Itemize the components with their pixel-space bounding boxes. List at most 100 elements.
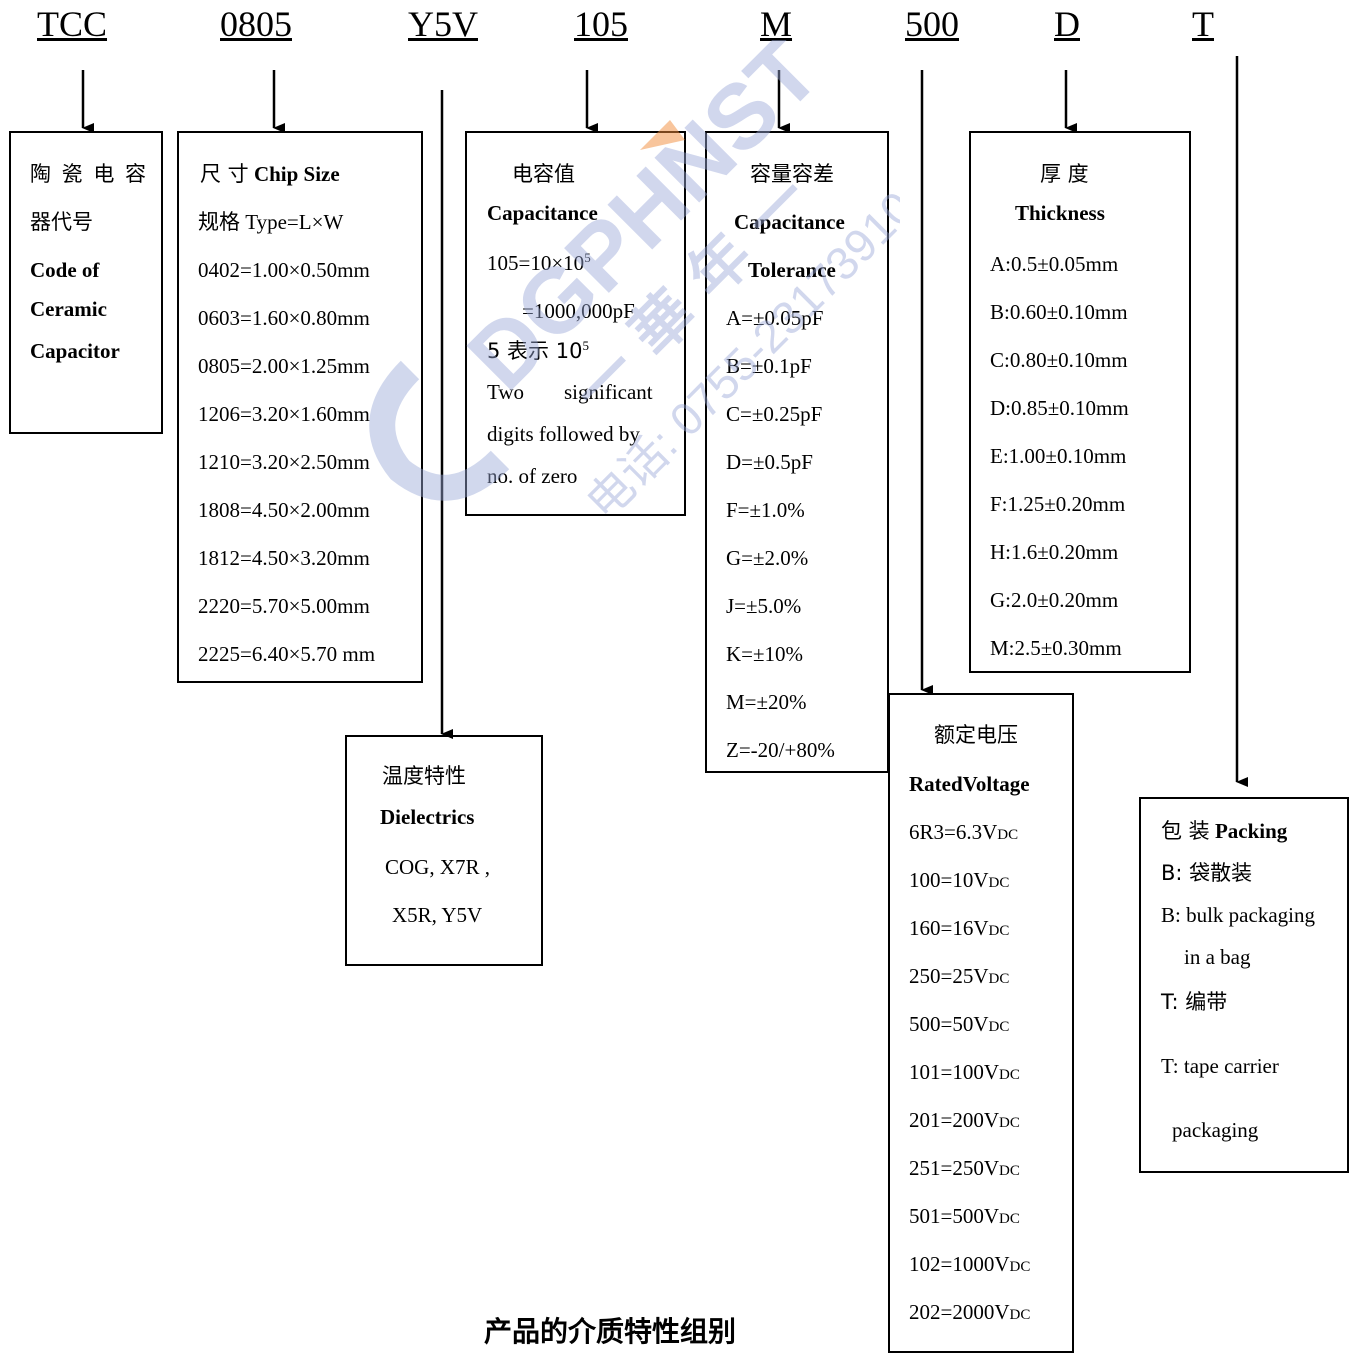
chip-size-item: 1210=3.20×2.50mm <box>198 450 370 474</box>
chip-size-title-cn: 尺 寸 <box>200 162 249 186</box>
capacitance-meaning-text: 5 表示 10 <box>487 339 583 363</box>
voltage-item: 251=250VDC <box>909 1156 1020 1183</box>
code-thickness: D <box>1054 4 1080 44</box>
chip-size-item: 0603=1.60×0.80mm <box>198 306 370 330</box>
voltage-item: 160=16VDC <box>909 916 1009 943</box>
chip-size-item: 0402=1.00×0.50mm <box>198 258 370 282</box>
voltage-item-value: 100=10 <box>909 868 974 892</box>
thickness-item: M:2.5±0.30mm <box>990 636 1122 660</box>
tolerance-item: A=±0.05pF <box>726 306 824 330</box>
series-code-box <box>9 131 163 434</box>
voltage-item-value: 251=250 <box>909 1156 984 1180</box>
tolerance-item: Z=-20/+80% <box>726 738 835 762</box>
capacitance-example-exp: 5 <box>584 250 591 265</box>
voltage-item: 501=500VDC <box>909 1204 1020 1231</box>
chip-size-item: 0805=2.00×1.25mm <box>198 354 370 378</box>
packing-bulk-en: B: bulk packaging <box>1161 903 1315 927</box>
code-size: 0805 <box>220 4 292 44</box>
capacitance-example-text: 105=10×10 <box>487 251 585 275</box>
series-en-line3: Capacitor <box>30 339 120 363</box>
thickness-item: G:2.0±0.20mm <box>990 588 1119 612</box>
voltage-item: 102=1000VDC <box>909 1252 1030 1279</box>
tolerance-item: B=±0.1pF <box>726 354 812 378</box>
code-series: TCC <box>37 4 108 44</box>
voltage-unit: V <box>982 820 998 844</box>
tolerance-title-en2: Tolerance <box>748 258 836 282</box>
figure-caption: 产品的介质特性组别 <box>484 1315 737 1348</box>
voltage-item-value: 101=100 <box>909 1060 984 1084</box>
capacitance-meaning: 5 表示 105 <box>487 339 589 363</box>
packing-tape-en-2: packaging <box>1172 1118 1259 1142</box>
capacitance-title-cn: 电容值 <box>512 162 575 186</box>
thickness-box <box>969 131 1191 673</box>
thickness-title-en: Thickness <box>1015 201 1105 225</box>
thickness-item: E:1.00±0.10mm <box>990 444 1127 468</box>
voltage-item: 201=200VDC <box>909 1108 1020 1135</box>
voltage-unit: V <box>983 1156 1000 1180</box>
thickness-item: A:0.5±0.05mm <box>990 252 1119 276</box>
voltage-unit-sub: DC <box>1009 1259 1031 1275</box>
voltage-item-value: 202=2000 <box>909 1300 995 1324</box>
series-en-line2: Ceramic <box>30 297 107 321</box>
packing-tape-cn: T: 编带 <box>1161 990 1228 1014</box>
voltage-item-value: 160=16 <box>909 916 974 940</box>
voltage-unit: V <box>983 1108 1000 1132</box>
chip-size-title: 尺 寸 Chip Size <box>200 162 340 186</box>
capacitance-desc-2: digits followed by <box>487 422 640 446</box>
chip-size-item: 1812=4.50×3.20mm <box>198 546 370 570</box>
thickness-item: D:0.85±0.10mm <box>990 396 1129 420</box>
capacitance-example: 105=10×105 <box>487 251 591 275</box>
voltage-item-value: 201=200 <box>909 1108 984 1132</box>
voltage-unit: V <box>973 916 989 940</box>
packing-box <box>1139 797 1349 1173</box>
voltage-unit-sub: DC <box>997 827 1019 843</box>
dielectrics-title-en: Dielectrics <box>380 805 475 829</box>
packing-title-en: Packing <box>1214 819 1288 843</box>
code-packing: T <box>1192 4 1214 44</box>
tolerance-item: F=±1.0% <box>726 498 805 522</box>
dielectrics-title-cn: 温度特性 <box>382 764 466 788</box>
capacitance-meaning-exp: 5 <box>582 338 589 353</box>
voltage-unit-sub: DC <box>988 875 1010 891</box>
voltage-unit-sub: DC <box>999 1211 1020 1227</box>
packing-bulk-en-2: in a bag <box>1184 945 1251 969</box>
voltage-unit-sub: DC <box>999 1115 1020 1131</box>
voltage-title-en: RatedVoltage <box>909 772 1030 796</box>
voltage-unit-sub: DC <box>999 1067 1020 1083</box>
thickness-item: F:1.25±0.20mm <box>990 492 1126 516</box>
voltage-unit-sub: DC <box>988 923 1010 939</box>
packing-title-cn: 包 装 <box>1161 819 1210 843</box>
voltage-unit-sub: DC <box>988 1019 1010 1035</box>
thickness-item: C:0.80±0.10mm <box>990 348 1128 372</box>
tolerance-title-cn: 容量容差 <box>750 162 834 186</box>
voltage-unit: V <box>994 1252 1010 1276</box>
code-capacitance: 105 <box>574 4 628 44</box>
dielectrics-list-1: COG, X7R , <box>385 855 491 879</box>
chip-size-item: 2220=5.70×5.00mm <box>198 594 370 618</box>
tolerance-item: M=±20% <box>726 690 807 714</box>
voltage-item: 6R3=6.3VDC <box>909 820 1018 847</box>
voltage-item: 250=25VDC <box>909 964 1009 991</box>
capacitance-desc-1a: Two <box>487 380 525 404</box>
voltage-item: 101=100VDC <box>909 1060 1020 1087</box>
series-cn-line2: 器代号 <box>30 210 93 234</box>
packing-bulk-cn: B: 袋散装 <box>1161 861 1253 885</box>
voltage-unit: V <box>973 868 989 892</box>
dielectrics-box <box>345 735 543 966</box>
capacitance-title-en: Capacitance <box>487 201 598 225</box>
capacitance-desc-1b: significant <box>564 380 653 404</box>
capacitance-example-value: =1000,000pF <box>522 299 635 323</box>
voltage-unit-sub: DC <box>988 971 1010 987</box>
series-cn-line1: 陶 瓷 电 容 <box>30 162 149 186</box>
voltage-item-value: 6R3=6.3 <box>909 820 983 844</box>
code-tolerance: M <box>760 4 793 44</box>
chip-size-subtitle: 规格 Type=L×W <box>198 210 344 234</box>
voltage-title-cn: 额定电压 <box>934 723 1018 747</box>
chip-size-title-en: Chip Size <box>253 162 340 186</box>
voltage-item: 202=2000VDC <box>909 1300 1030 1327</box>
tolerance-item: C=±0.25pF <box>726 402 823 426</box>
voltage-item: 500=50VDC <box>909 1012 1009 1039</box>
dielectrics-list-2: X5R, Y5V <box>392 903 483 927</box>
voltage-unit: V <box>994 1300 1010 1324</box>
